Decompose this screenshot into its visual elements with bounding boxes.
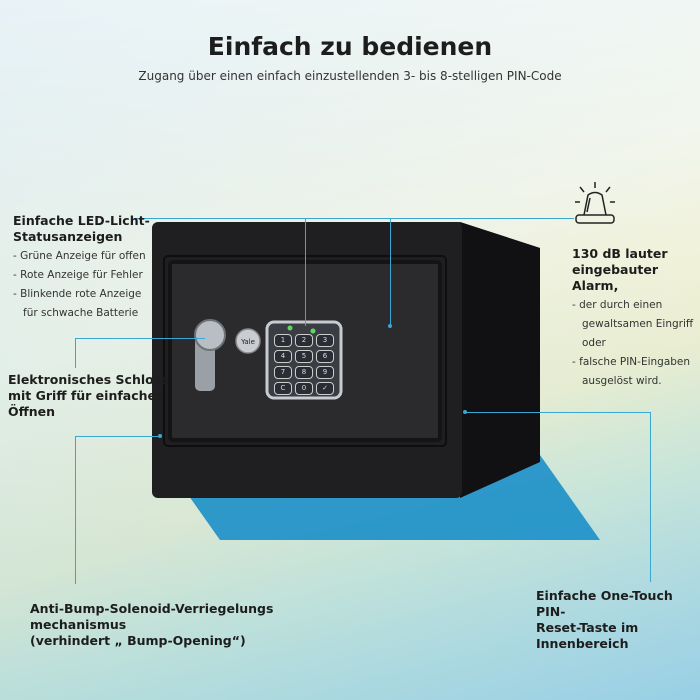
feature-title: eingebauter Alarm, (572, 262, 658, 293)
list-item: - Grüne Anzeige für offen (13, 250, 146, 262)
feature-title: Reset-Taste im (536, 620, 639, 635)
connector-dot (158, 434, 162, 438)
connector-bump (75, 436, 160, 437)
svg-text:Yale: Yale (240, 338, 255, 346)
connector-lock-drop (75, 338, 76, 368)
keypad-key[interactable]: 5 (295, 350, 313, 363)
feature-title: Anti-Bump-Solenoid-Verriegelungs (30, 601, 274, 616)
list-item: gewaltsamen Eingriff (582, 318, 694, 330)
list-item: oder (582, 337, 606, 349)
keypad-key[interactable]: 0 (295, 382, 313, 395)
connector-lock (75, 338, 205, 339)
list-item: - der durch einen (572, 299, 663, 311)
feature-title: Innenbereich (536, 636, 629, 651)
keypad-key[interactable]: 4 (274, 350, 292, 363)
keypad-key[interactable]: 1 (274, 334, 292, 347)
connector-led (134, 218, 574, 219)
page-title: Einfach zu bedienen (207, 32, 493, 61)
keypad-key[interactable]: 3 (316, 334, 334, 347)
keypad-key[interactable]: C (274, 382, 292, 395)
safe-side (460, 222, 540, 498)
keypad-key[interactable]: 6 (316, 350, 334, 363)
feature-title: Statusanzeigen (13, 229, 123, 244)
list-item: für schwache Batterie (23, 307, 139, 319)
connector-reset-drop (650, 412, 651, 582)
pin-reset-feature: Einfache One-Touch PIN- Reset-Taste im I… (536, 588, 700, 652)
keypad-key[interactable]: 8 (295, 366, 313, 379)
connector-bump-drop (75, 436, 76, 584)
connector-led-drop (305, 218, 306, 326)
keypad-key[interactable]: ✓ (316, 382, 334, 395)
handle-knob (194, 319, 226, 351)
feature-title: Öffnen (8, 404, 56, 419)
connector-dot (463, 410, 467, 414)
list-item: - Rote Anzeige für Fehler (13, 269, 143, 281)
feature-title: mechanismus (30, 617, 127, 632)
anti-bump-feature: Anti-Bump-Solenoid-Verriegelungs mechani… (30, 601, 273, 649)
keypad-key[interactable]: 2 (295, 334, 313, 347)
lock-feature: Elektronisches Schloss mit Griff für ein… (8, 372, 169, 420)
keypad-key[interactable]: 9 (316, 366, 334, 379)
list-item: - falsche PIN-Eingaben (572, 356, 691, 368)
led-green-1 (287, 325, 293, 331)
feature-title: Elektronisches Schloss (8, 372, 169, 387)
led-green-2 (310, 328, 316, 334)
feature-title: Einfache LED-Licht- (13, 213, 150, 228)
connector-alarm-drop (390, 218, 391, 326)
feature-title: 130 dB lauter (572, 246, 668, 261)
page-subtitle: Zugang über einen einfach einzustellende… (138, 69, 562, 83)
list-item: ausgelöst wird. (582, 375, 662, 387)
led-status-feature: Einfache LED-Licht- Statusanzeigen - Grü… (13, 213, 150, 323)
feature-title: Einfache One-Touch PIN- (536, 588, 673, 619)
connector-reset (465, 412, 650, 413)
list-item: - Blinkende rote Anzeige (13, 288, 142, 300)
feature-title: mit Griff für einfaches (8, 388, 164, 403)
connector-dot (388, 324, 392, 328)
feature-title: (verhindert „ Bump-Opening“) (30, 633, 246, 648)
brand-badge (235, 328, 261, 354)
alarm-feature: 130 dB lauter eingebauter Alarm, - der d… (572, 246, 700, 391)
keypad-key[interactable]: 7 (274, 366, 292, 379)
